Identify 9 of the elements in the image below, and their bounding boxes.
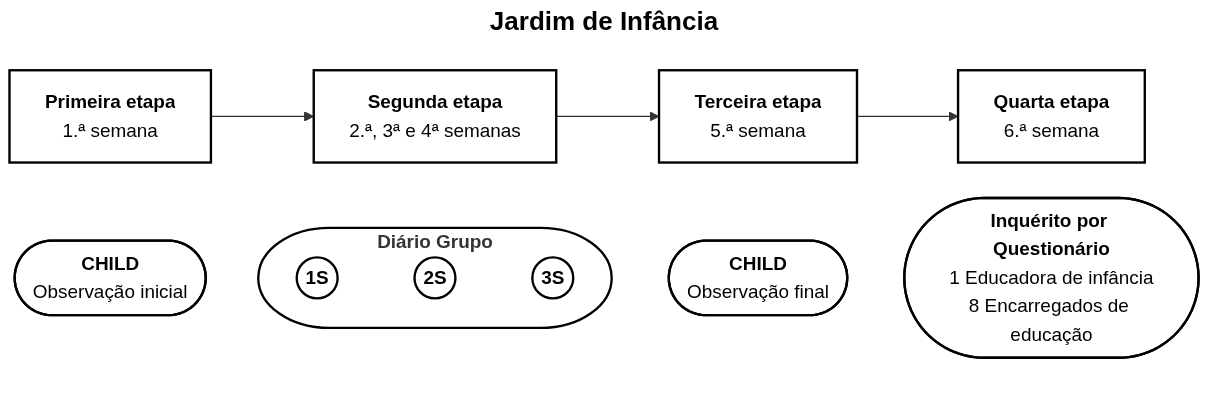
node-box: Terceira etapa 5.ª semana bbox=[657, 69, 859, 164]
arrow bbox=[856, 111, 959, 122]
node-circle: 2S bbox=[413, 256, 457, 300]
node-circle: 3S bbox=[531, 256, 575, 300]
node-box: Segunda etapa 2.ª, 3ª e 4ª semanas bbox=[312, 69, 558, 164]
node-box: Primeira etapa 1.ª semana bbox=[8, 69, 213, 164]
diagram-title: Jardim de Infância bbox=[488, 6, 720, 37]
node-box: Quarta etapa 6.ª semana bbox=[956, 69, 1146, 164]
node-circle: 1S bbox=[295, 256, 339, 300]
